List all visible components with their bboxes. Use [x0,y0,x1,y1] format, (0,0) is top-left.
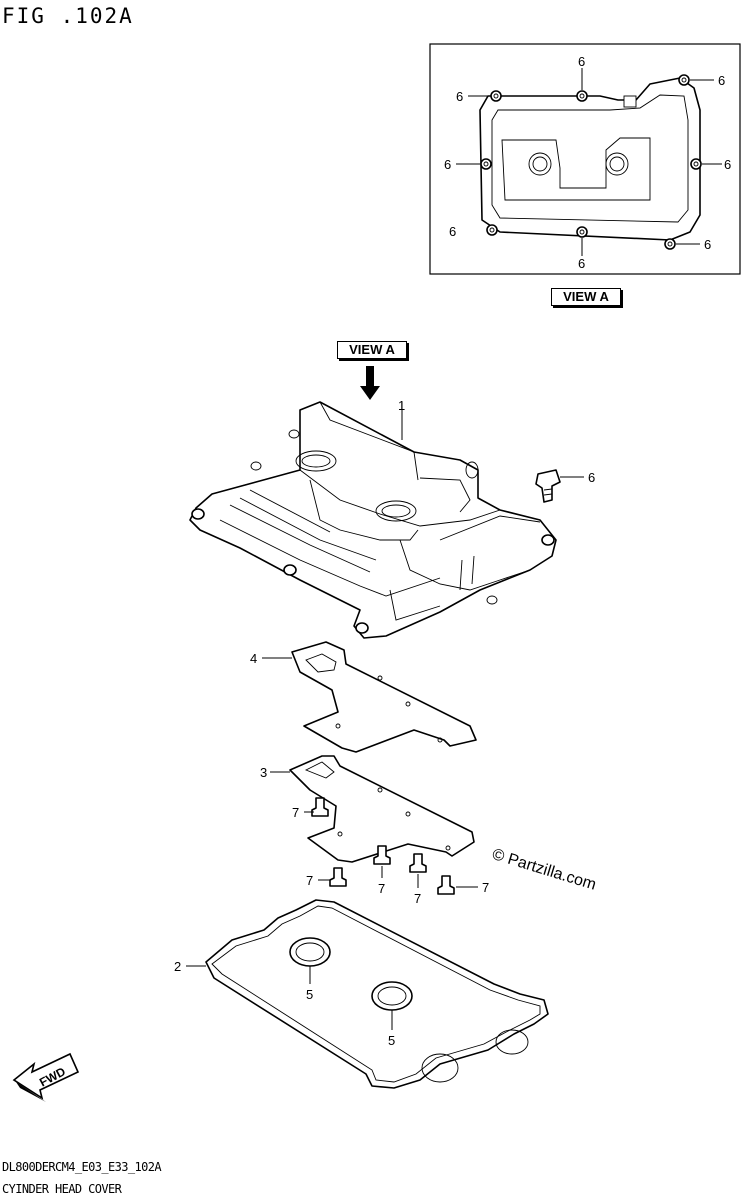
callout-7: 7 [414,891,421,906]
bolts-part-7 [304,797,478,895]
inset-cover-outline [479,77,701,241]
callout-2: 2 [174,959,181,974]
callout-5: 5 [388,1033,395,1048]
figure-code: DL800DERCM4_E03_E33_102A [2,1160,162,1174]
cylinder-head-cover [189,401,557,639]
inset-callout-6: 6 [718,73,725,88]
fwd-arrow: FWD [12,1052,80,1102]
callout-6: 6 [588,470,595,485]
inset-bolt-holes [480,74,702,250]
oil-seal-part-5b [371,981,413,1030]
inset-callout-6: 6 [456,89,463,104]
plate-part-3 [270,755,475,863]
oil-seal-part-5a [289,937,331,984]
view-direction-arrow [360,366,380,400]
callout-7: 7 [306,873,313,888]
callout-7: 7 [482,880,489,895]
inset-callout-6: 6 [444,157,451,172]
view-a-label-top: VIEW A [337,341,407,359]
gasket-part-2 [186,899,549,1089]
callout-1: 1 [398,398,405,413]
bolt-part-6 [535,469,584,503]
inset-view-a: 6 6 6 6 6 6 6 6 [429,43,741,275]
figure-name: CYINDER HEAD COVER [2,1182,122,1196]
callout-3: 3 [260,765,267,780]
inset-frame [429,43,741,275]
inset-callout-6: 6 [578,256,585,271]
figure-title: FIG .102A [2,4,134,28]
gasket-plate-part-4 [262,641,477,753]
inset-callout-6: 6 [724,157,731,172]
inset-callout-6: 6 [449,224,456,239]
inset-callout-6: 6 [578,54,585,69]
callout-4: 4 [250,651,257,666]
callout-7: 7 [378,881,385,896]
callout-5: 5 [306,987,313,1002]
callout-7: 7 [292,805,299,820]
inset-callout-6: 6 [704,237,711,252]
view-a-label-inset: VIEW A [551,288,621,306]
